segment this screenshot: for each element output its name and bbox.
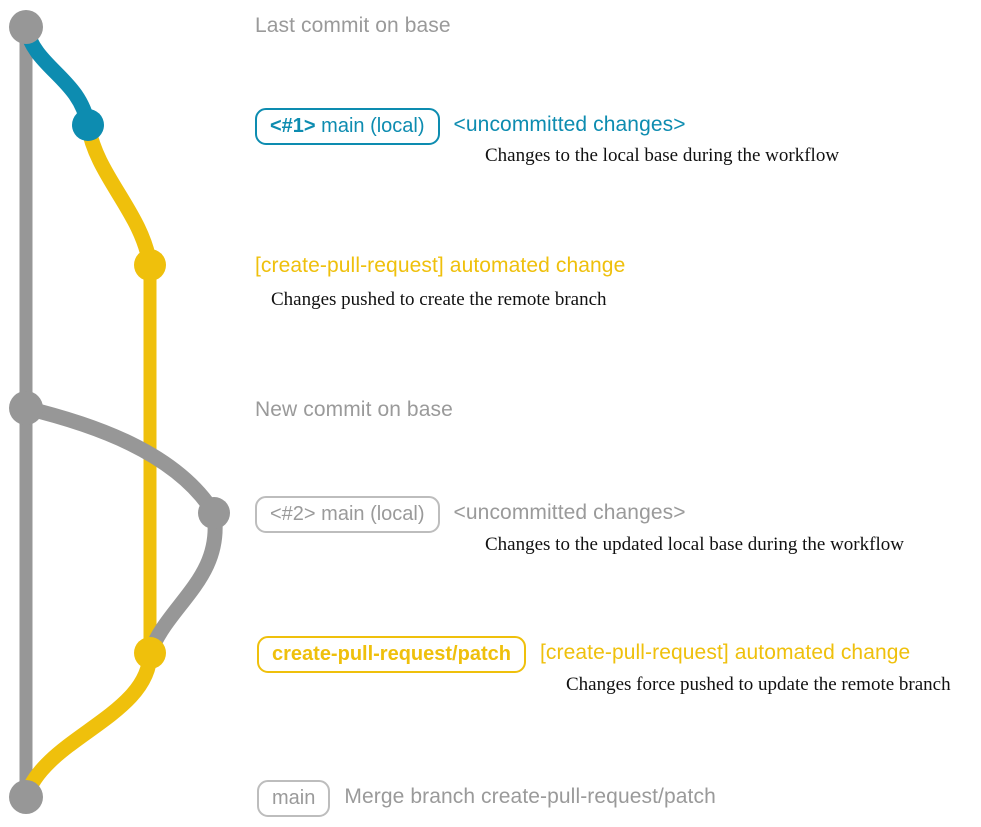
badge-prefix: create-pull-request/patch: [272, 643, 511, 665]
commit-subject: <uncommitted changes>: [453, 501, 686, 524]
node-local-uncommitted-1: [72, 109, 104, 141]
badge-suffix: main (local): [315, 115, 425, 137]
commit-row-last-commit-on-base: Last commit on base: [255, 14, 451, 38]
commit-subject: New commit on base: [255, 398, 453, 421]
node-local-uncommitted-2: [198, 497, 230, 529]
edge-patch-2-to-merge: [18, 645, 158, 805]
branch-badge-main-local-1[interactable]: <#1> main (local): [255, 108, 440, 145]
commit-subject: Last commit on base: [255, 14, 451, 37]
node-automated-change-2: [134, 637, 166, 669]
badge-prefix: <#1>: [270, 115, 316, 137]
commit-description-automated-change-1: Changes pushed to create the remote bran…: [271, 289, 607, 310]
branch-badge-main[interactable]: main: [257, 780, 331, 817]
branch-badge-main-local-2[interactable]: <#2> main (local): [255, 496, 440, 533]
commit-subject: [create-pull-request] automated change: [255, 254, 626, 277]
commit-subject: <uncommitted changes>: [453, 113, 686, 136]
commit-subject: [create-pull-request] automated change: [539, 641, 911, 664]
badge-suffix: main (local): [315, 503, 425, 525]
commit-row-automated-change-2: create-pull-request/patch [create-pull-r…: [257, 636, 910, 673]
edge-local-1-to-patch-1: [80, 117, 158, 273]
commit-description-local-uncommitted-2: Changes to the updated local base during…: [485, 534, 904, 555]
branch-badge-create-pull-request-patch[interactable]: create-pull-request/patch: [257, 636, 526, 673]
commit-description-automated-change-2: Changes force pushed to update the remot…: [566, 674, 951, 695]
commit-row-local-uncommitted-2: <#2> main (local) <uncommitted changes>: [255, 496, 686, 533]
node-automated-change-1: [134, 249, 166, 281]
edge-base-to-local-2: [18, 400, 222, 521]
commit-row-new-commit-on-base: New commit on base: [255, 398, 453, 422]
commit-description-local-uncommitted-1: Changes to the local base during the wor…: [485, 145, 840, 166]
commit-row-local-uncommitted-1: <#1> main (local) <uncommitted changes>: [255, 108, 686, 145]
commit-row-merge-commit: main Merge branch create-pull-request/pa…: [257, 780, 716, 817]
badge-prefix: main: [272, 787, 316, 809]
node-last-commit-on-base: [9, 10, 43, 44]
node-new-commit-on-base: [9, 391, 43, 425]
node-merge-commit: [9, 780, 43, 814]
commit-row-automated-change-1: [create-pull-request] automated change: [255, 254, 625, 278]
badge-prefix: <#2>: [270, 503, 316, 525]
edge-base-to-local-1: [18, 19, 96, 133]
commit-subject: Merge branch create-pull-request/patch: [344, 785, 716, 808]
edge-local-2-to-patch-2: [142, 505, 223, 661]
